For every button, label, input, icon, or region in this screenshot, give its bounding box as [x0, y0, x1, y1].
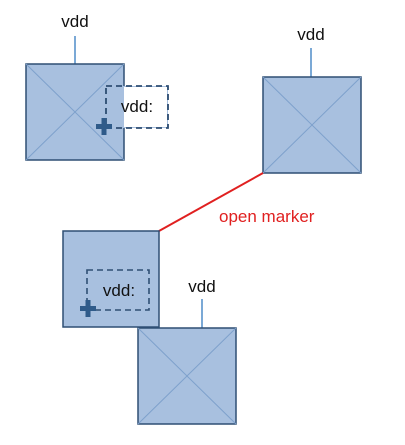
pin-label-text-2: vdd:: [103, 281, 135, 300]
instance-top-right[interactable]: vdd: [262, 25, 362, 174]
pin-label-box-1-border: [105, 85, 169, 129]
open-marker-label: open marker: [219, 207, 315, 226]
pin-label-box-1-outside: [124, 87, 167, 127]
vdd-label-top-left: vdd: [61, 12, 88, 31]
instance-top-left[interactable]: vdd vdd:: [25, 12, 169, 161]
cell-cross-b: [262, 76, 362, 174]
instance-bottom-left[interactable]: vdd:: [62, 230, 160, 328]
pin-label-text-1: vdd:: [121, 97, 153, 116]
vdd-label-bottom: vdd: [188, 277, 215, 296]
cell-cross-b: [25, 63, 125, 161]
open-marker-line: [158, 172, 264, 232]
pin-label-box-2: [86, 269, 150, 311]
plus-icon: [96, 118, 112, 135]
cell-cross-b: [137, 327, 237, 425]
plus-icon: [80, 300, 96, 317]
instance-bottom-right[interactable]: vdd: [137, 277, 237, 425]
cell-box-bottom-left: [62, 230, 160, 328]
vdd-label-top-right: vdd: [297, 25, 324, 44]
